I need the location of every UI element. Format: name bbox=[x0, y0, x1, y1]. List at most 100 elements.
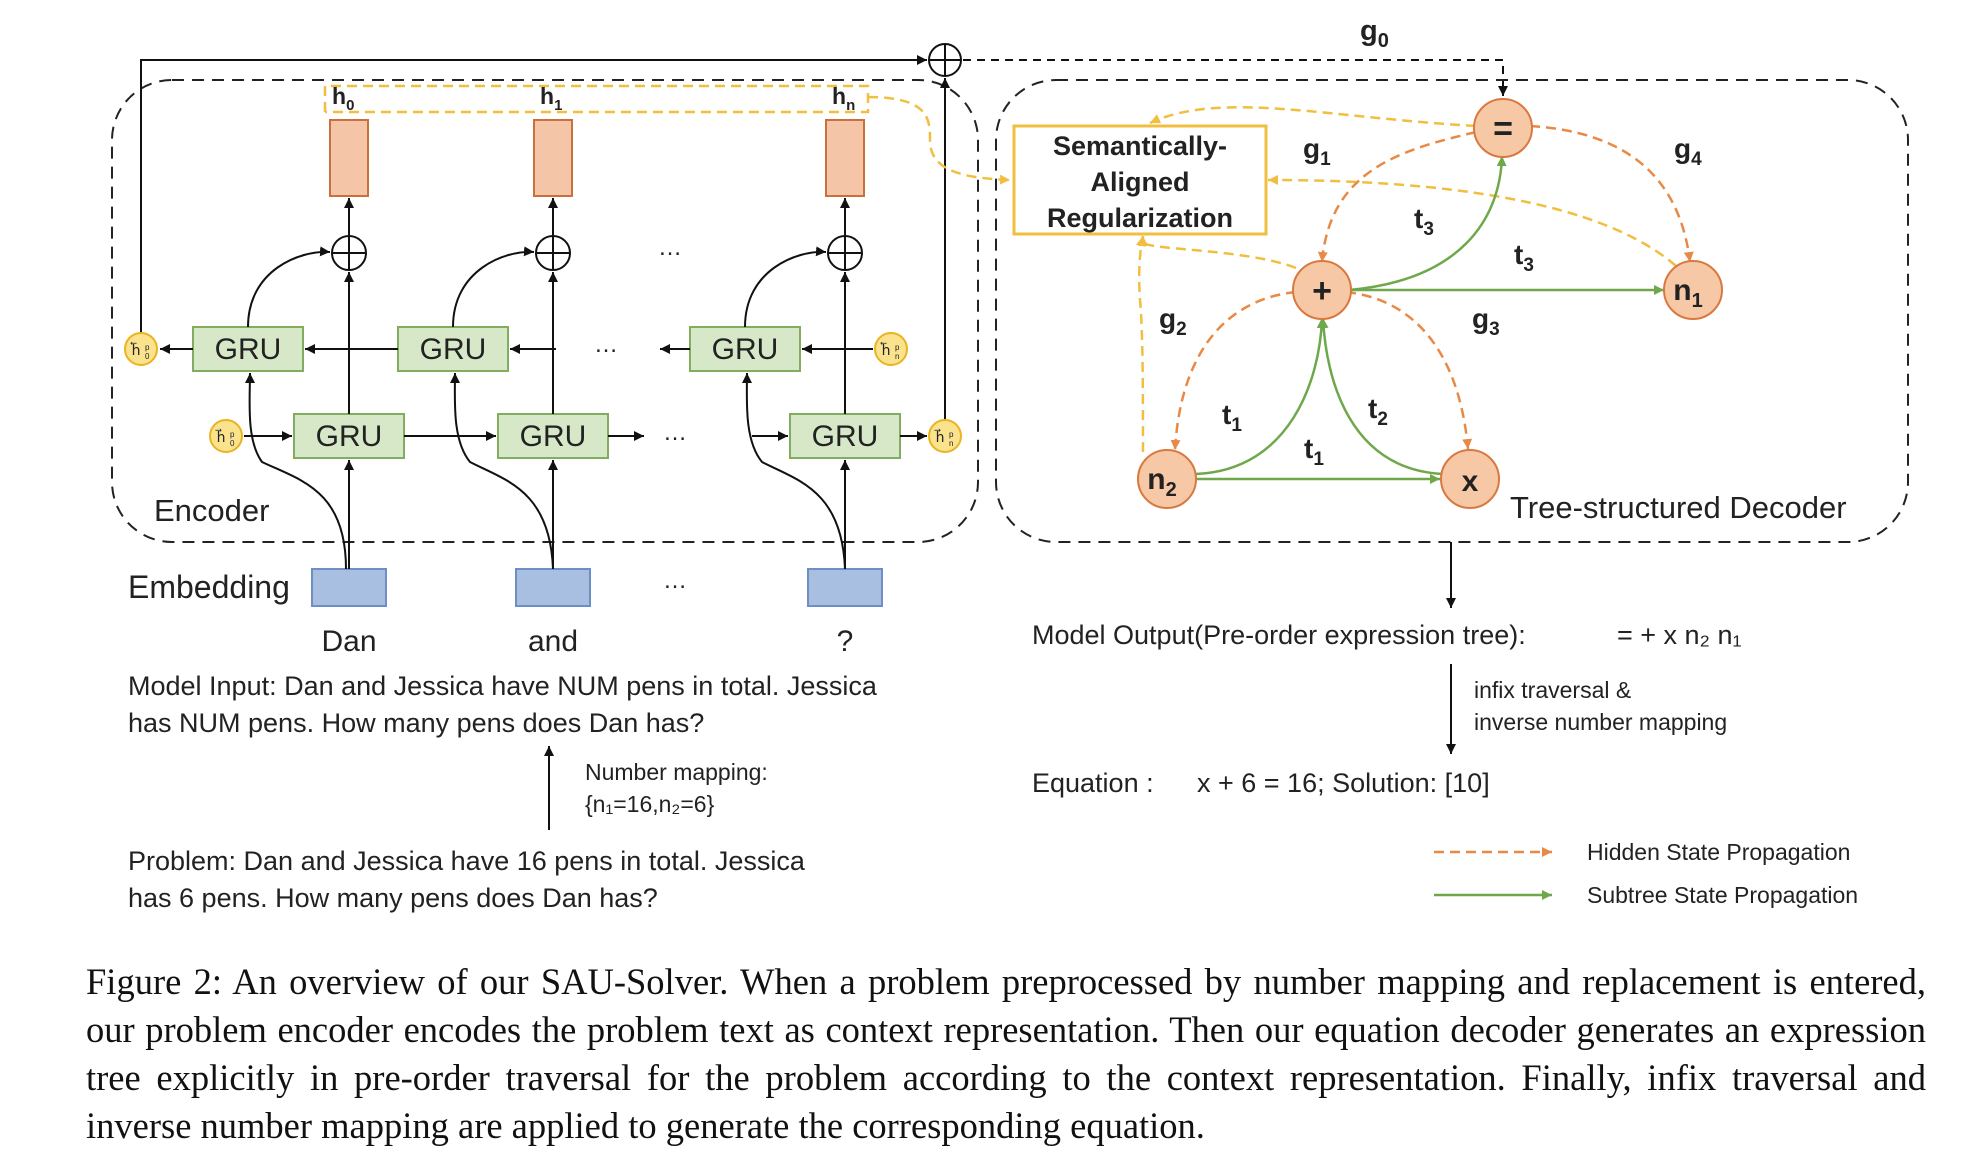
problem-line-1: Problem: Dan and Jessica have 16 pens in… bbox=[128, 846, 806, 876]
emb0-to-bwd bbox=[244, 372, 347, 570]
model-output-label: Model Output(Pre-order expression tree): bbox=[1032, 620, 1526, 650]
gru-backward-1 bbox=[397, 326, 509, 372]
g4-label: g4 bbox=[1674, 133, 1702, 170]
gru-forward-0-label: GRU bbox=[316, 420, 383, 453]
g1-label: g1 bbox=[1303, 133, 1331, 170]
sau-solver-diagram: Encoder g0 h0 h1 hn … GRU GRU GRU bbox=[111, 15, 1909, 913]
step-line-2: inverse number mapping bbox=[1474, 709, 1727, 735]
t3a-label: t3 bbox=[1414, 203, 1434, 240]
gru-backward-0-label: GRU bbox=[215, 333, 282, 366]
eq-to-n1-dashed bbox=[1529, 124, 1694, 263]
token-n: ? bbox=[837, 625, 854, 658]
n1-to-regularization-dashed bbox=[1267, 175, 1677, 267]
gru-forward-1 bbox=[497, 413, 609, 459]
hn-backward-state: h⃖ p n bbox=[874, 332, 908, 366]
gru-backward-n bbox=[689, 326, 801, 372]
embedding-token-n bbox=[807, 568, 883, 607]
hidden-collector-dashed bbox=[323, 84, 870, 114]
h0-backward-state: h⃖ p 0 bbox=[124, 332, 158, 366]
sum-node-n bbox=[827, 235, 863, 271]
svg-text:n2: n2 bbox=[1147, 463, 1176, 501]
equation-label: Equation : bbox=[1032, 768, 1154, 798]
top-sum-node bbox=[928, 43, 962, 77]
g2-label: g2 bbox=[1159, 303, 1187, 340]
embn-to-bwd bbox=[741, 372, 846, 570]
hidden-state-bar-1 bbox=[533, 119, 573, 197]
bwdn-to-sum bbox=[744, 246, 827, 328]
t1b-label: t1 bbox=[1304, 433, 1324, 470]
x-to-plus-solid bbox=[1318, 317, 1445, 476]
regularization-box bbox=[1012, 124, 1268, 236]
decoder-label: Tree-structured Decoder bbox=[1510, 490, 1847, 525]
n2-to-regularization-dashed bbox=[1136, 235, 1146, 453]
svg-text:h⃗: h⃗ bbox=[215, 428, 225, 445]
legend-subtree-label: Subtree State Propagation bbox=[1587, 882, 1858, 908]
embedding-ellipsis: … bbox=[663, 567, 687, 594]
svg-text:h⃖: h⃖ bbox=[880, 341, 890, 358]
plus-to-eq-solid bbox=[1348, 155, 1507, 292]
h0-forward-state: h⃗ p 0 bbox=[209, 419, 243, 453]
plus-to-x-dashed bbox=[1345, 290, 1473, 450]
embedding-label: Embedding bbox=[128, 569, 290, 605]
hidden-state-bar-0 bbox=[329, 119, 369, 197]
gru-forward-n-label: GRU bbox=[812, 420, 879, 453]
hidden-label-h1: h1 bbox=[540, 83, 562, 114]
sum-node-1 bbox=[535, 235, 571, 271]
fwd-ellipsis: … bbox=[663, 419, 687, 446]
t2-label: t2 bbox=[1368, 393, 1388, 430]
tree-node-plus: + bbox=[1292, 260, 1352, 320]
encoder-boundary bbox=[111, 79, 979, 543]
eq-to-regularization-dashed bbox=[1149, 106, 1477, 128]
g0-label: g0 bbox=[1360, 15, 1389, 52]
figure-caption: Figure 2: An overview of our SAU-Solver.… bbox=[86, 958, 1926, 1150]
sum-node-0 bbox=[331, 235, 367, 271]
svg-text:x: x bbox=[1462, 465, 1479, 498]
bwd1-to-sum bbox=[452, 246, 535, 328]
embedding-token-1 bbox=[515, 568, 591, 607]
hidden-to-regularization-dashed bbox=[867, 95, 1011, 185]
model-input-line-1: Model Input: Dan and Jessica have NUM pe… bbox=[128, 671, 878, 701]
step-line-1: infix traversal & bbox=[1474, 677, 1631, 703]
legend-hidden-label: Hidden State Propagation bbox=[1587, 839, 1850, 865]
model-input-line-2: has NUM pens. How many pens does Dan has… bbox=[128, 708, 704, 738]
svg-text:p: p bbox=[949, 430, 954, 439]
svg-text:n: n bbox=[949, 439, 953, 448]
model-output-value: = + x n₂ n₁ bbox=[1617, 620, 1742, 650]
gru-backward-n-label: GRU bbox=[712, 333, 779, 366]
g3-label: g3 bbox=[1472, 303, 1500, 340]
plus-to-regularization-dashed bbox=[1138, 235, 1297, 270]
svg-text:+: + bbox=[1312, 272, 1332, 310]
svg-text:p: p bbox=[895, 343, 900, 352]
embedding-token-0 bbox=[311, 568, 387, 607]
tree-node-x: x bbox=[1440, 449, 1500, 509]
gru-forward-1-label: GRU bbox=[520, 420, 587, 453]
bwd0-to-sum bbox=[247, 246, 331, 328]
hidden-label-hn: hn bbox=[832, 83, 855, 114]
encoder-label: Encoder bbox=[154, 493, 269, 528]
svg-text:=: = bbox=[1493, 110, 1513, 148]
number-mapping-value: {n₁=16,n₂=6} bbox=[585, 791, 715, 817]
eq-to-plus-dashed bbox=[1317, 130, 1477, 263]
svg-text:0: 0 bbox=[230, 439, 235, 448]
hn-forward-state: h⃗ p n bbox=[928, 419, 962, 453]
number-mapping-title: Number mapping: bbox=[585, 759, 768, 785]
hidden-state-bar-n bbox=[825, 119, 865, 197]
svg-text:n1: n1 bbox=[1673, 274, 1702, 312]
token-0: Dan bbox=[321, 625, 376, 658]
svg-text:0: 0 bbox=[145, 352, 150, 361]
hidden-label-h0: h0 bbox=[332, 83, 354, 114]
t1a-label: t1 bbox=[1222, 399, 1242, 436]
n2-to-plus-solid bbox=[1195, 317, 1327, 476]
tree-node-n2: n2 bbox=[1137, 449, 1197, 509]
regularization-line-3: Regularization bbox=[1047, 203, 1233, 233]
regularization-line-2: Aligned bbox=[1091, 167, 1190, 197]
svg-text:h⃗: h⃗ bbox=[934, 428, 944, 445]
t3b-label: t3 bbox=[1514, 239, 1534, 276]
svg-text:p: p bbox=[230, 430, 235, 439]
plus-to-n2-dashed bbox=[1170, 290, 1297, 451]
bwd-ellipsis: … bbox=[594, 331, 618, 358]
emb1-to-bwd bbox=[449, 372, 554, 570]
h0-feedback-line bbox=[140, 55, 927, 340]
g0-dashed-line bbox=[963, 59, 1508, 96]
